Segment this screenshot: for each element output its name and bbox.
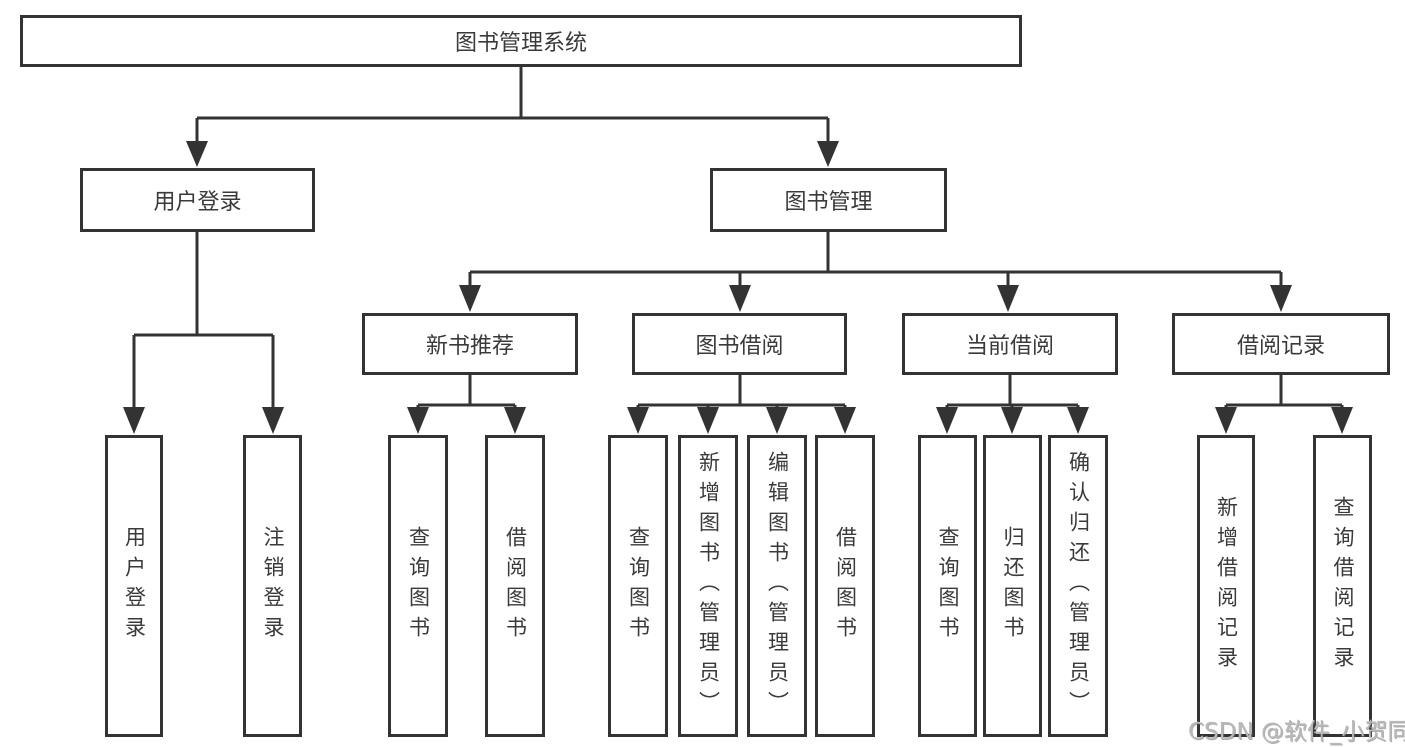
node-borrowing-records: 借阅记录 bbox=[1172, 313, 1390, 375]
node-book-borrowing-label: 图书借阅 bbox=[695, 334, 784, 359]
leaf-query-books-2: 查询图书 bbox=[608, 435, 668, 737]
node-current-borrowing: 当前借阅 bbox=[902, 313, 1118, 375]
leaf-user-login-label: 用户登录 bbox=[122, 526, 147, 646]
node-book-borrowing: 图书借阅 bbox=[632, 313, 847, 375]
leaf-borrow-books-1-label: 借阅图书 bbox=[503, 526, 528, 646]
node-new-books-label: 新书推荐 bbox=[425, 334, 514, 359]
branch-borrowing-records bbox=[1215, 375, 1353, 434]
leaf-query-books-3: 查询图书 bbox=[918, 435, 977, 737]
branch-book-management bbox=[459, 232, 1292, 312]
leaf-query-books-2-label: 查询图书 bbox=[626, 526, 651, 646]
branch-book-borrowing bbox=[627, 375, 856, 434]
node-user-login: 用户登录 bbox=[80, 168, 315, 232]
leaf-add-borrow-record-label: 新增借阅记录 bbox=[1214, 496, 1239, 676]
leaf-borrow-books-1: 借阅图书 bbox=[485, 435, 545, 737]
leaf-add-books-admin: 新增图书（管理员） bbox=[678, 435, 738, 737]
csdn-watermark: CSDN @软件_小贺同学 bbox=[1188, 719, 1405, 745]
branch-new-books bbox=[407, 375, 526, 434]
leaf-edit-books-admin: 编辑图书（管理员） bbox=[747, 435, 807, 737]
leaf-add-borrow-record: 新增借阅记录 bbox=[1197, 435, 1255, 737]
branch-user-login bbox=[123, 232, 284, 434]
leaf-query-books-1-label: 查询图书 bbox=[406, 526, 431, 646]
node-book-management-label: 图书管理 bbox=[784, 190, 873, 215]
leaf-query-books-3-label: 查询图书 bbox=[936, 526, 960, 646]
leaf-edit-books-admin-label: 编辑图书（管理员） bbox=[765, 451, 790, 721]
leaf-logout: 注销登录 bbox=[243, 435, 302, 737]
leaf-borrow-books-2-label: 借阅图书 bbox=[833, 526, 858, 646]
node-new-books: 新书推荐 bbox=[362, 313, 578, 375]
leaf-confirm-return-admin-label: 确认归还（管理员） bbox=[1066, 451, 1091, 721]
node-current-borrowing-label: 当前借阅 bbox=[965, 334, 1054, 359]
node-user-login-label: 用户登录 bbox=[153, 190, 242, 215]
leaf-query-books-1: 查询图书 bbox=[388, 435, 448, 737]
node-borrowing-records-label: 借阅记录 bbox=[1236, 334, 1325, 359]
node-root: 图书管理系统 bbox=[20, 15, 1022, 67]
leaf-return-books-label: 归还图书 bbox=[1001, 526, 1025, 646]
leaf-confirm-return-admin: 确认归还（管理员） bbox=[1048, 435, 1108, 737]
branch-root bbox=[186, 67, 839, 167]
branch-current-borrowing bbox=[936, 375, 1089, 434]
leaf-query-borrow-record-label: 查询借阅记录 bbox=[1331, 496, 1355, 676]
node-book-management: 图书管理 bbox=[710, 168, 947, 232]
node-root-label: 图书管理系统 bbox=[454, 31, 587, 56]
leaf-add-books-admin-label: 新增图书（管理员） bbox=[696, 451, 721, 721]
leaf-return-books: 归还图书 bbox=[983, 435, 1042, 737]
leaf-user-login: 用户登录 bbox=[105, 435, 163, 737]
leaf-query-borrow-record: 查询借阅记录 bbox=[1313, 435, 1372, 737]
leaf-borrow-books-2: 借阅图书 bbox=[815, 435, 875, 737]
leaf-logout-label: 注销登录 bbox=[261, 526, 285, 646]
